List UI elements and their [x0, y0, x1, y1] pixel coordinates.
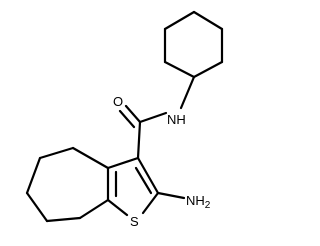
- cyclohexane-ring: [163, 10, 224, 79]
- sulfur-label: S: [130, 214, 139, 229]
- amide-cn-bond: [138, 111, 168, 124]
- oxygen-label: O: [113, 94, 123, 109]
- molecule-structure: O NH S NH2: [25, 10, 224, 229]
- amino-label: NH2: [186, 193, 211, 211]
- carbonyl-double-bond: [118, 104, 142, 129]
- n-cyclohexyl-bond: [179, 75, 196, 110]
- amino-subscript: 2: [205, 200, 211, 211]
- thiophene-ring: [106, 156, 160, 217]
- ring-carbonyl-bond: [136, 120, 142, 160]
- cycloheptane-ring: [25, 146, 110, 223]
- amino-nh-text: NH: [186, 193, 205, 208]
- amide-nh-label: NH: [167, 112, 186, 127]
- amino-bond: [156, 191, 186, 200]
